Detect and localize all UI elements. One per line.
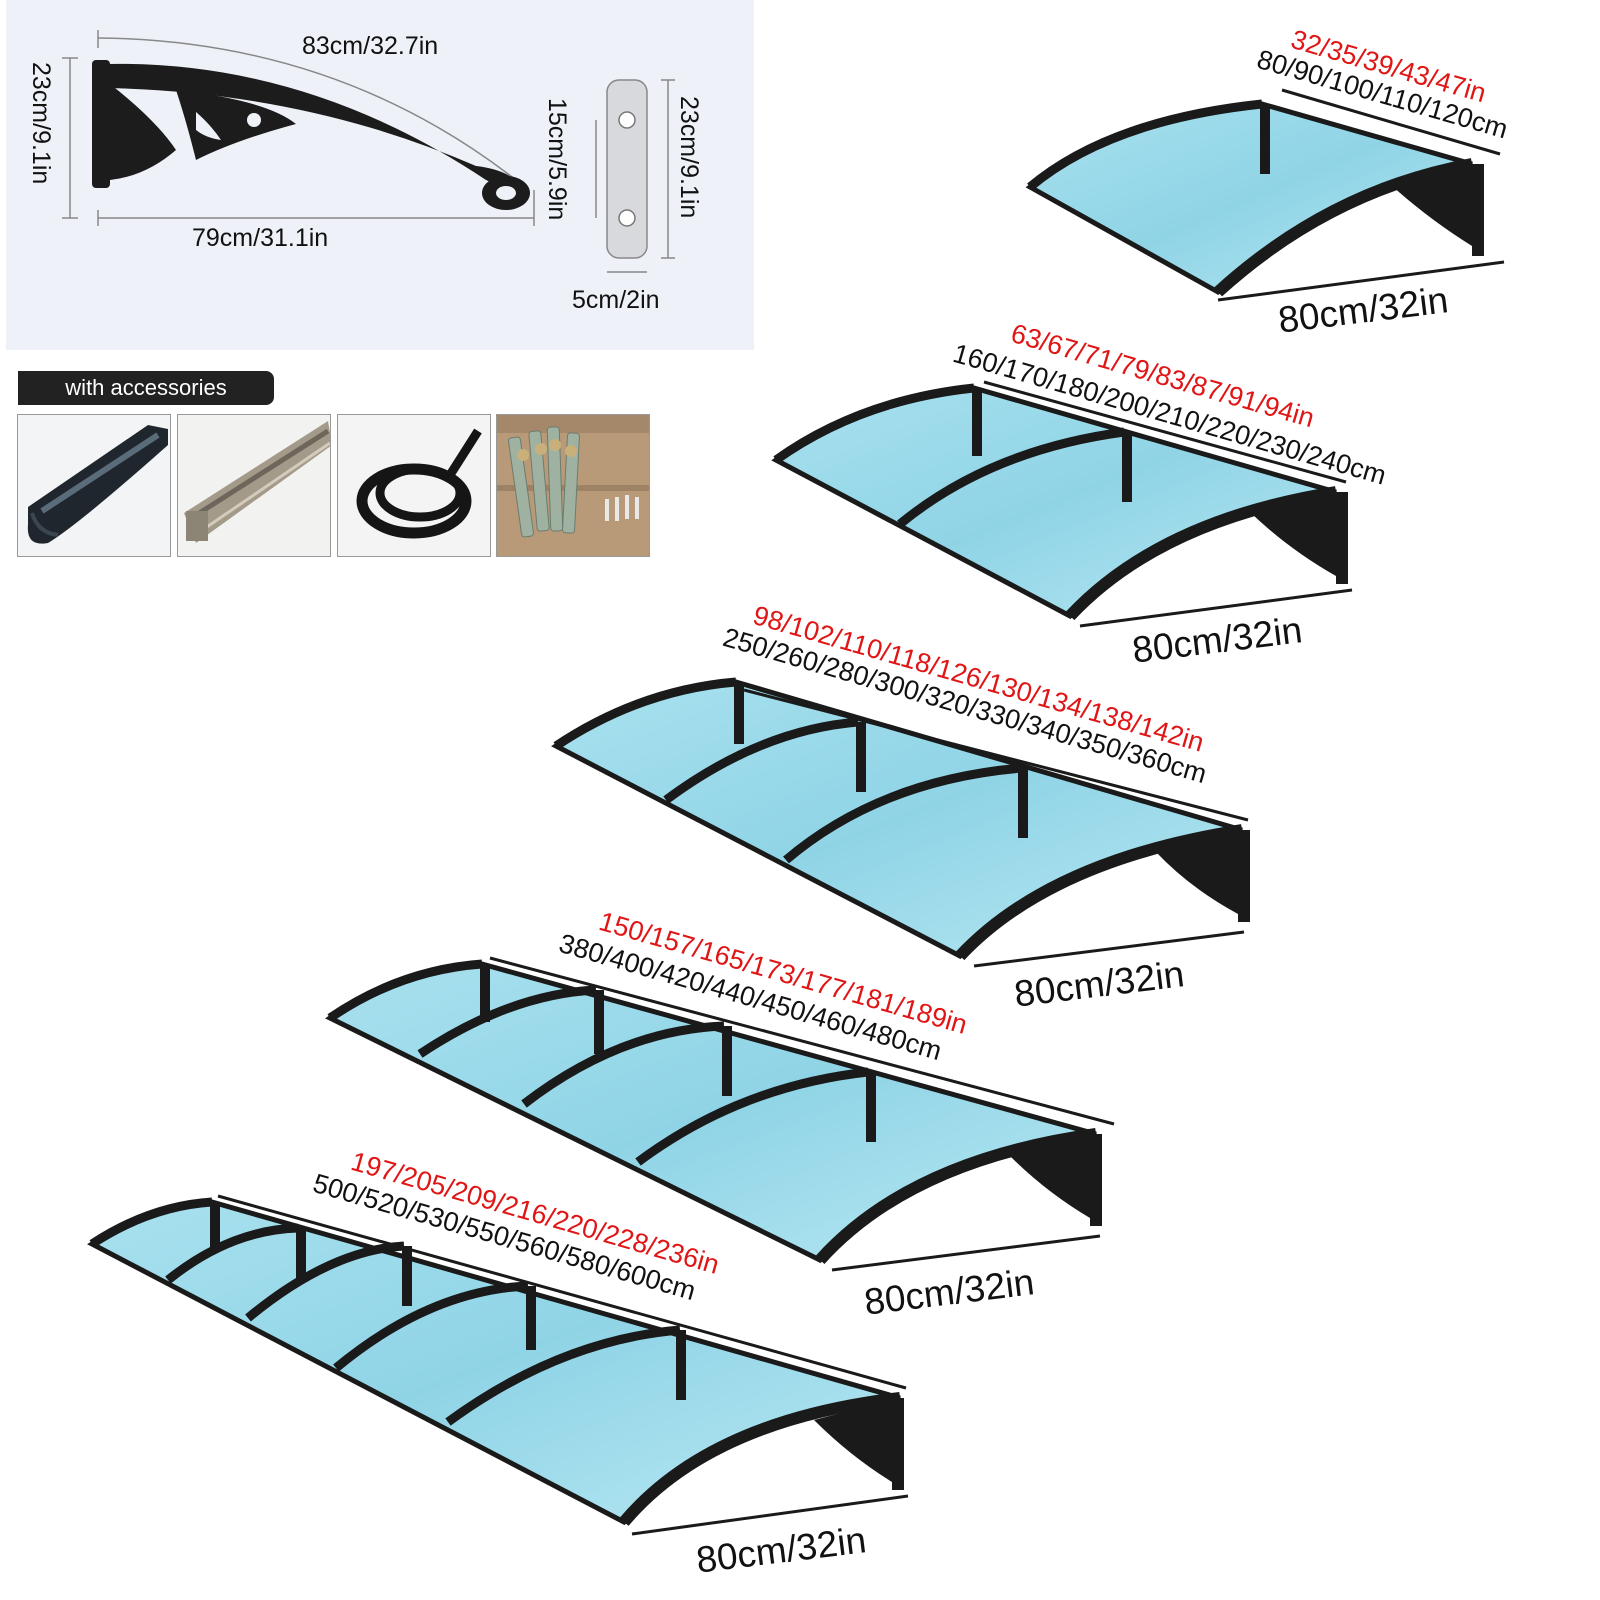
accessories-badge: with accessories [18, 371, 274, 405]
rubber-seal-icon [338, 415, 490, 556]
bracket-drawing [62, 30, 675, 273]
bracket-icon [92, 60, 530, 210]
awning-5 [87, 1197, 904, 1526]
depth-arrow-3 [973, 930, 1245, 968]
depth-arrow-2 [1079, 588, 1353, 628]
awning-1 [1025, 99, 1484, 297]
accessory-anchor-bolts [496, 414, 650, 557]
awning-3 [551, 677, 1250, 961]
width-arrow-1 [1281, 88, 1501, 156]
accessory-gutter [17, 414, 171, 557]
bracket-spec-panel: 83cm/32.7in 23cm/9.1in 79cm/31.1in 15cm/… [6, 0, 754, 350]
plate-height-label: 23cm/9.1in [675, 96, 703, 219]
width-arrow-2 [983, 380, 1347, 484]
gutter-icon [18, 415, 170, 556]
width-arrow-3 [743, 688, 1249, 822]
accessory-rubber-seal [337, 414, 491, 557]
width-arrow-4 [489, 956, 1115, 1126]
width-arrow-5 [217, 1194, 907, 1390]
arc-length-label: 83cm/32.7in [302, 32, 439, 60]
plate-width-label: 5cm/2in [572, 286, 660, 314]
depth-arrow-1 [1217, 260, 1505, 302]
mounting-plate-icon [606, 79, 648, 259]
depth-arrow-4 [831, 1234, 1101, 1272]
bracket-length-label: 79cm/31.1in [192, 224, 329, 252]
aluminum-rail-icon [178, 415, 330, 556]
hole-spacing-label: 15cm/5.9in [543, 98, 571, 221]
awning-4 [325, 959, 1102, 1265]
accessory-aluminum-rail [177, 414, 331, 557]
bracket-height-label: 23cm/9.1in [27, 62, 55, 185]
depth-arrow-5 [631, 1494, 909, 1536]
awning-2 [771, 383, 1348, 621]
anchor-bolts-icon [497, 415, 649, 556]
